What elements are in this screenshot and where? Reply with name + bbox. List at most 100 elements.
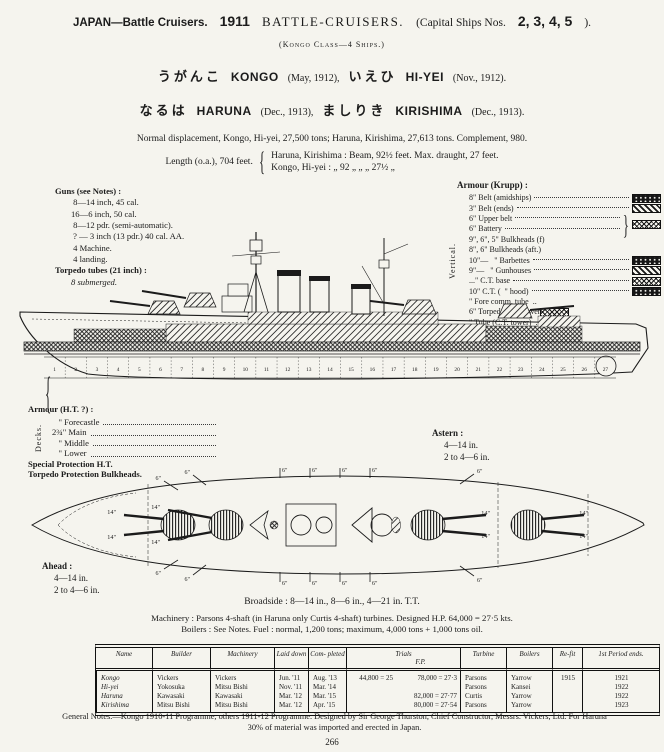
drawing-line xyxy=(459,565,475,577)
drawing-label: 6" xyxy=(156,476,162,482)
table-cell-builder: Vickers xyxy=(157,674,179,683)
table-header-laid_down: Laid down xyxy=(274,648,308,672)
drawing-line xyxy=(192,474,207,486)
table-cell-name: Kirishima xyxy=(101,701,130,710)
table-cell-builder: Kawasaki xyxy=(157,692,185,701)
drawing-label: 22 xyxy=(497,367,503,373)
deck-armour-item: " Middle xyxy=(52,438,218,449)
astern-heading: Astern : xyxy=(432,428,464,438)
astern-lines: 4—14 in.2 to 4—6 in. xyxy=(432,439,490,463)
drawing-label: 6" xyxy=(312,581,318,587)
protection-note: Special Protection H.T. xyxy=(28,458,113,469)
table-cell-completed: Mar. '14 xyxy=(313,683,337,692)
armour-swatch-cross xyxy=(632,219,661,229)
drawing-label: 10 xyxy=(243,367,249,373)
table-cell-turbine: Curtis xyxy=(465,692,483,701)
drawing-label: 6" xyxy=(282,581,288,587)
hull-outline xyxy=(19,311,649,380)
table-cell-boilers: Yarrow xyxy=(511,701,532,710)
astern-fire-block: Astern : 4—14 in.2 to 4—6 in. xyxy=(432,427,490,463)
drawing-label: 6" xyxy=(477,578,483,584)
plan-aft-structure xyxy=(351,507,401,543)
plan-turret-q xyxy=(410,509,487,541)
battery-hatch xyxy=(247,311,439,325)
ship-plan-drawing: 14"14"14"14"14"14"14"14"6"6"6"6"6"6"6"6"… xyxy=(31,468,645,587)
deck-armour-item: 2¾" Main xyxy=(52,427,218,438)
brace-decoration: { xyxy=(258,145,266,178)
table-cell-boilers: Kansei xyxy=(511,683,531,692)
drawing-label: 23 xyxy=(518,367,524,373)
dotted-leader xyxy=(515,217,620,219)
drawing-label: 14" xyxy=(481,533,490,540)
drawing-line xyxy=(459,473,475,485)
ship-name-kongo: KONGO xyxy=(230,70,279,84)
armour-decks-heading: Armour (H.T. ?) : xyxy=(28,404,94,414)
armour-item: 9"— " Gunhouses xyxy=(469,266,661,276)
armour-item-label: 10"— " Barbettes xyxy=(469,255,530,265)
drawing-label: 19 xyxy=(433,367,439,373)
capital-ships-post: ). xyxy=(584,17,592,29)
ahead-heading: Ahead : xyxy=(42,561,73,571)
drawing-label: 6" xyxy=(185,470,191,476)
beam-row-haruna: Haruna, Kirishima : Beam, 92½ feet. Max.… xyxy=(271,151,499,161)
table-cell-trials xyxy=(351,683,393,692)
machinery-block: Machinery : Parsons 4-shaft (in Haruna o… xyxy=(0,613,664,636)
drawing-label: 12 xyxy=(285,367,291,373)
drawing-label: 9 xyxy=(223,367,226,373)
armour-item: 10" C.T. ( " hood) xyxy=(469,287,661,297)
torpedo-item: 8 submerged. xyxy=(71,276,117,287)
astern-line: 4—14 in. xyxy=(444,440,479,451)
table-header-completed: Com- pleted xyxy=(308,648,346,672)
drawing-label: 6" xyxy=(156,571,162,577)
drawing-label: 6 xyxy=(159,367,162,373)
armour-swatch-diag xyxy=(632,204,661,214)
armour-item: 3" Belt (ends) xyxy=(469,203,661,214)
table-header-machinery: Machinery xyxy=(210,648,274,672)
drawing-label: 2 xyxy=(74,367,77,373)
table-cell-name: Haruna xyxy=(101,692,123,701)
table-header-name: Name xyxy=(96,648,152,672)
dotted-leader xyxy=(531,290,629,292)
gun-item: 8—12 pdr. (semi-automatic). xyxy=(71,220,173,231)
armour-item-label: 10" C.T. ( " hood) xyxy=(469,286,529,296)
table-cell-trials_fp: 80,000 = 27·54 xyxy=(413,701,457,710)
length-label: Length (o.a.), 704 feet. xyxy=(165,157,253,168)
armour-item: " Fore comm. tube .. xyxy=(469,297,661,307)
armour-item-label: 6" Battery xyxy=(469,224,502,234)
gun-item: 8—14 inch, 45 cal. xyxy=(71,197,139,208)
page-number: 266 xyxy=(325,737,339,747)
armour-heading: Armour (Krupp) : xyxy=(457,180,528,190)
drawing-label: 26 xyxy=(582,367,588,373)
dotted-leader xyxy=(534,196,629,198)
drawing-label: 14" xyxy=(481,510,490,517)
drawing-label: 17 xyxy=(391,367,397,373)
drawing-label: 13 xyxy=(306,367,312,373)
armour-item-label: ..." C.T. base xyxy=(469,276,511,286)
armour-swatch-cross xyxy=(632,276,661,286)
table-header-period: 1st Period ends. xyxy=(582,648,659,672)
table-header-refit: Re-fit xyxy=(552,648,582,672)
ahead-line: 2 to 4—6 in. xyxy=(54,585,100,596)
gun-item: 16—6 inch, 50 cal. xyxy=(71,208,137,219)
running-head: JAPAN—Battle Cruisers. xyxy=(72,17,208,29)
torpedo-list: 8 submerged. xyxy=(55,277,290,288)
dotted-leader xyxy=(504,227,620,229)
dotted-leader xyxy=(534,269,629,271)
drawing-label: 6" xyxy=(342,468,348,474)
drawing-label: 14" xyxy=(107,534,116,541)
armour-swatch-dots xyxy=(632,256,661,266)
ahead-line: 4—14 in. xyxy=(54,573,89,584)
drawing-line xyxy=(192,564,207,576)
year-label: 1911 xyxy=(219,13,250,29)
armour-swatch-dots xyxy=(632,287,661,297)
drawing-line xyxy=(163,559,179,570)
gun-item: 4 landing. xyxy=(71,254,108,265)
table-cell-machinery: Mitsu Bishi xyxy=(215,701,248,710)
foremast-tripod xyxy=(231,232,281,313)
